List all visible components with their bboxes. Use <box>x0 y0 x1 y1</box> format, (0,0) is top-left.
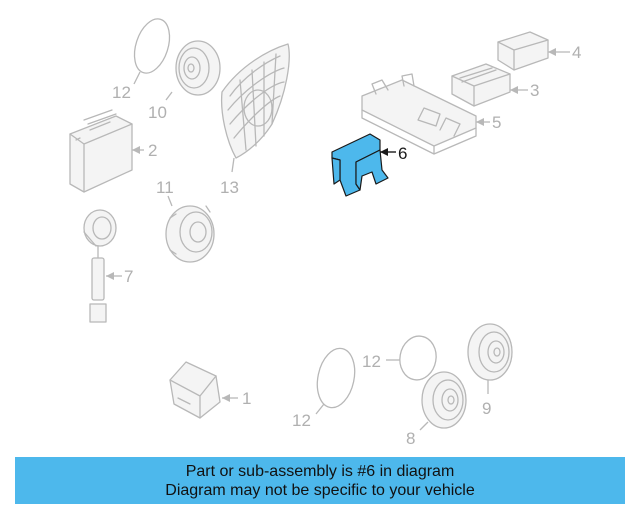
callout-9: 9 <box>482 399 491 418</box>
callout-4: 4 <box>572 43 581 62</box>
callout-13: 13 <box>220 178 239 197</box>
part-13-grille[interactable] <box>220 43 290 173</box>
part-12-ring-bottom-left[interactable] <box>312 345 360 415</box>
callout-1: 1 <box>242 389 251 408</box>
part-4-module[interactable] <box>497 31 570 71</box>
part-12-ring-bottom-center[interactable] <box>386 333 440 383</box>
info-banner: Part or sub-assembly is #6 in diagram Di… <box>15 457 625 504</box>
part-1-housing[interactable] <box>169 361 238 419</box>
callout-5: 5 <box>492 113 501 132</box>
parts-diagram: 12 10 13 2 11 <box>69 14 581 448</box>
part-3-module[interactable] <box>451 63 528 107</box>
part-7-tweeter-assembly[interactable] <box>83 209 122 323</box>
part-8-speaker[interactable] <box>419 371 467 431</box>
banner-line-disclaimer: Diagram may not be specific to your vehi… <box>165 481 475 499</box>
callout-7: 7 <box>124 267 133 286</box>
callout-2: 2 <box>148 141 157 160</box>
callout-12-bottom-left: 12 <box>292 411 311 430</box>
callout-11: 11 <box>156 178 174 197</box>
callout-8: 8 <box>406 429 415 448</box>
banner-line-part: Part or sub-assembly is #6 in diagram <box>185 462 455 480</box>
callout-12-top: 12 <box>112 83 131 102</box>
callout-3: 3 <box>530 81 539 100</box>
part-11-speaker[interactable] <box>165 195 215 263</box>
callout-12-bottom-center: 12 <box>362 352 381 371</box>
callout-10: 10 <box>148 103 167 122</box>
part-5-bracket-tray[interactable] <box>361 73 490 155</box>
callout-6: 6 <box>398 144 407 163</box>
part-6-bracket-highlighted[interactable] <box>331 133 396 197</box>
part-2-amplifier[interactable] <box>69 109 144 193</box>
part-12-ring-top[interactable] <box>128 14 176 85</box>
part-10-speaker[interactable] <box>165 40 221 101</box>
part-9-speaker[interactable] <box>467 323 513 394</box>
